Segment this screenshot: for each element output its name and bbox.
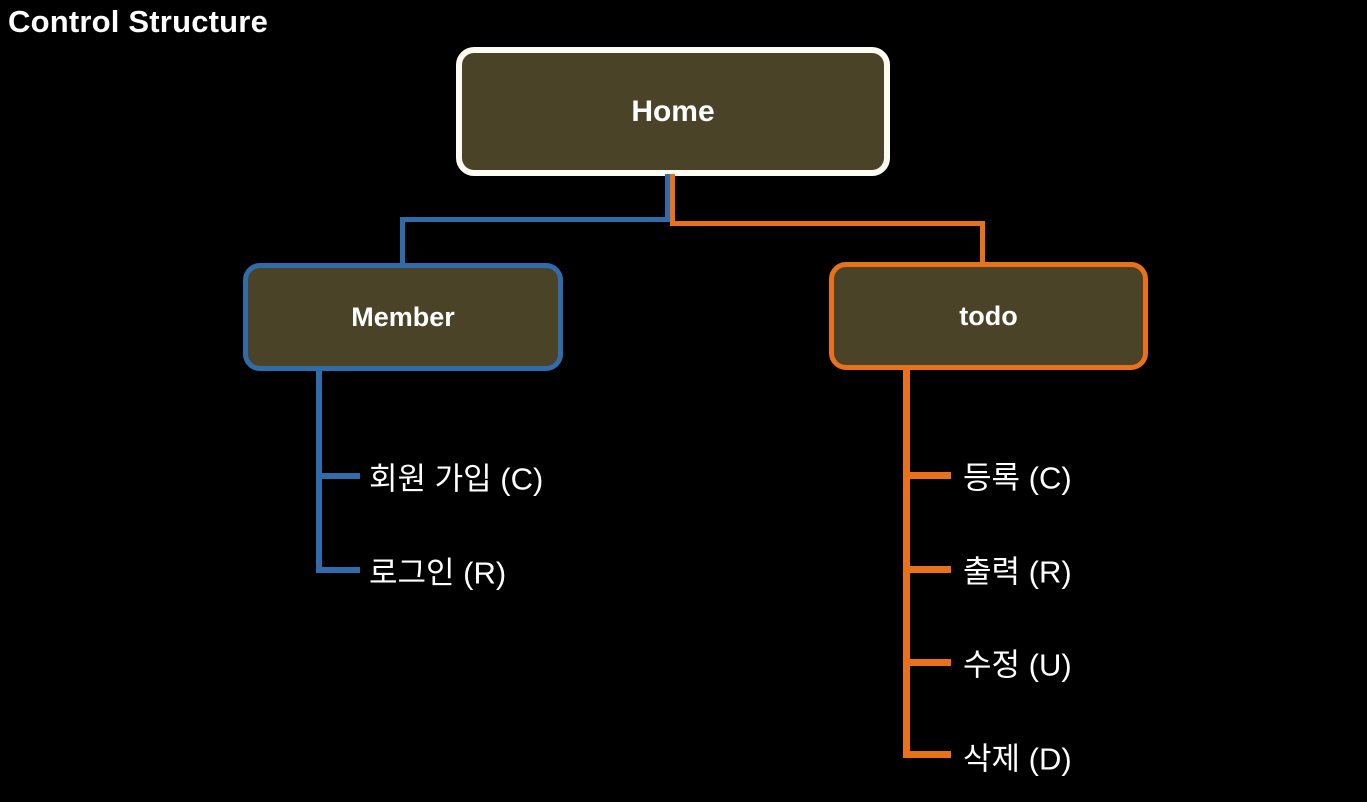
node-todo[interactable]: todo: [829, 262, 1148, 370]
connector-tick-todo-3: [903, 751, 951, 758]
connector-tick-member-1: [316, 567, 360, 573]
node-member[interactable]: Member: [243, 263, 563, 371]
connector-stem-member: [316, 368, 322, 573]
leaf-member-login[interactable]: 로그인 (R): [369, 555, 507, 591]
leaf-todo-create[interactable]: 등록 (C): [963, 460, 1072, 496]
leaf-todo-read[interactable]: 출력 (R): [963, 554, 1072, 590]
connector-trunk-member: [665, 174, 670, 222]
leaf-member-signup[interactable]: 회원 가입 (C): [369, 461, 544, 497]
connector-drop-member: [400, 217, 405, 267]
connector-drop-todo: [980, 221, 985, 267]
leaf-todo-update[interactable]: 수정 (U): [963, 647, 1072, 683]
connector-tick-todo-1: [903, 566, 951, 573]
connector-tick-todo-0: [903, 472, 951, 479]
connector-tick-member-0: [316, 473, 360, 479]
node-home[interactable]: Home: [456, 47, 890, 176]
connector-stem-todo: [903, 367, 910, 758]
page-title: Control Structure: [8, 4, 269, 39]
leaf-todo-delete[interactable]: 삭제 (D): [963, 741, 1072, 777]
connector-trunk-todo: [670, 174, 675, 226]
connector-bus-member: [400, 217, 670, 222]
connector-bus-todo: [670, 221, 985, 226]
connector-tick-todo-2: [903, 659, 951, 666]
